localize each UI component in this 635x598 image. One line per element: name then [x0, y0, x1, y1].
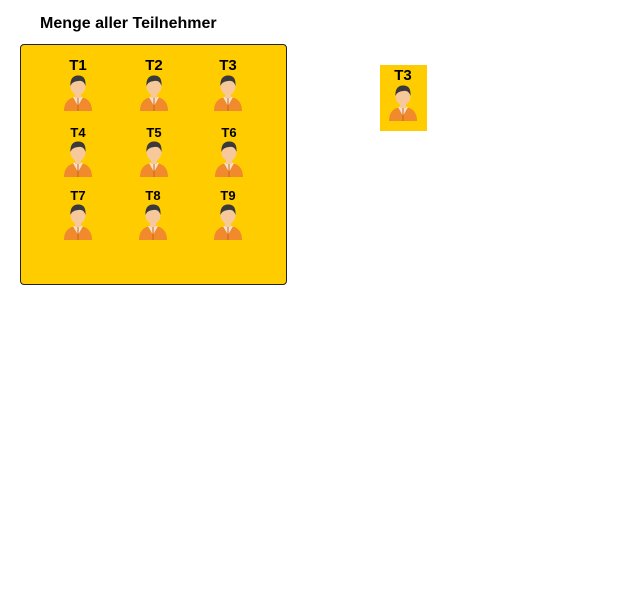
person-icon [211, 73, 245, 111]
participant-t7: T7 [61, 189, 95, 240]
participant-t6: T6 [212, 126, 246, 177]
selected-participant-box: T3 [380, 65, 427, 131]
person-icon [136, 202, 170, 240]
person-icon [211, 202, 245, 240]
participant-label: T3 [394, 67, 412, 84]
participant-t1: T1 [61, 58, 95, 111]
participant-t9: T9 [211, 189, 245, 240]
diagram-title: Menge aller Teilnehmer [40, 15, 217, 32]
person-icon [212, 139, 246, 177]
participant-label: T2 [145, 57, 163, 74]
participant-label: T4 [70, 125, 86, 140]
person-icon [61, 139, 95, 177]
person-icon [386, 83, 420, 121]
participant-t5: T5 [137, 126, 171, 177]
participant-t8: T8 [136, 189, 170, 240]
person-icon [137, 139, 171, 177]
participant-label: T6 [221, 125, 237, 140]
participant-label: T9 [220, 188, 236, 203]
participant-t4: T4 [61, 126, 95, 177]
person-icon [61, 73, 95, 111]
participant-label: T7 [70, 188, 86, 203]
participant-label: T8 [145, 188, 161, 203]
person-icon [137, 73, 171, 111]
participant-label: T1 [69, 57, 87, 74]
selected-participant: T3 [386, 68, 420, 121]
participant-t3: T3 [211, 58, 245, 111]
participant-label: T5 [146, 125, 162, 140]
participant-group-box: T1 T2 T3 T4 T5 T6 T7 T8 T9 [20, 44, 287, 285]
person-icon [61, 202, 95, 240]
participant-label: T3 [219, 57, 237, 74]
participant-t2: T2 [137, 58, 171, 111]
